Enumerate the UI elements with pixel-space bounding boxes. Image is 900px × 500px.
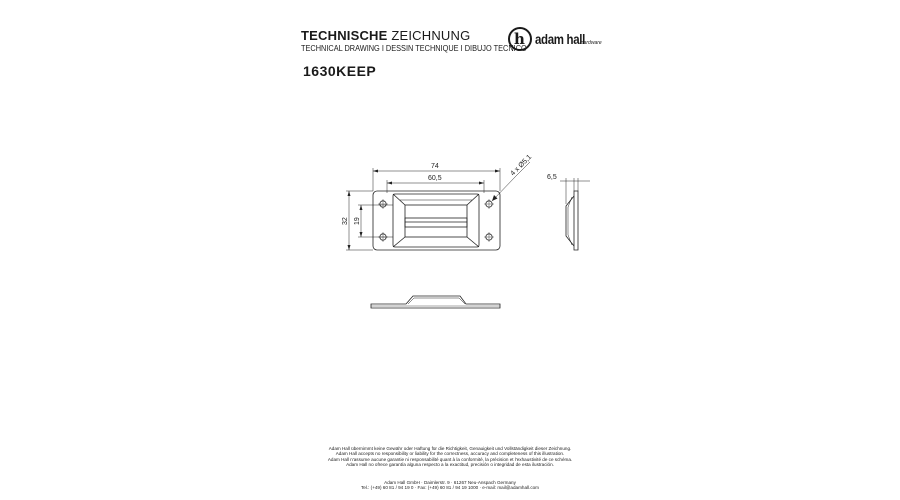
pocket-inner <box>404 204 468 238</box>
drawing-title: TECHNISCHE ZEICHNUNG <box>301 29 546 43</box>
logo-mark-icon: h <box>508 27 532 51</box>
title-rest: ZEICHNUNG <box>387 28 471 43</box>
disclaimer-text: Adam Hall übernimmt keine Gewähr oder Ha… <box>327 446 573 468</box>
pocket-outer <box>392 193 480 248</box>
dim-height-inner: 19 <box>354 217 361 225</box>
side-view <box>560 178 590 251</box>
dim-holes: 4 x Ø5,1 <box>509 154 533 178</box>
plate-outline <box>372 190 501 251</box>
part-number: 1630KEEP <box>303 63 377 79</box>
dim-length-outer: 74 <box>431 163 439 170</box>
dim-height-outer: 32 <box>342 217 349 225</box>
dim-depth: 6,5 <box>547 174 557 181</box>
mounting-holes <box>378 199 494 242</box>
dim-length-inner: 60,5 <box>428 175 442 182</box>
hook-bar <box>404 217 468 228</box>
logo-subtext: Hardware <box>580 40 602 46</box>
company-contact: Adam Hall GmbH · Daimlerstr. 9 · 61267 N… <box>360 480 540 491</box>
bottom-view <box>370 295 501 309</box>
drawing-header: TECHNISCHE ZEICHNUNG TECHNICAL DRAWING I… <box>301 29 546 54</box>
title-bold: TECHNISCHE <box>301 28 388 43</box>
drawing-subtitle: TECHNICAL DRAWING I DESSIN TECHNIQUE I D… <box>301 44 527 53</box>
logo-text: adam hall <box>535 31 586 47</box>
adam-hall-logo: h adam hall Hardware <box>508 27 608 53</box>
